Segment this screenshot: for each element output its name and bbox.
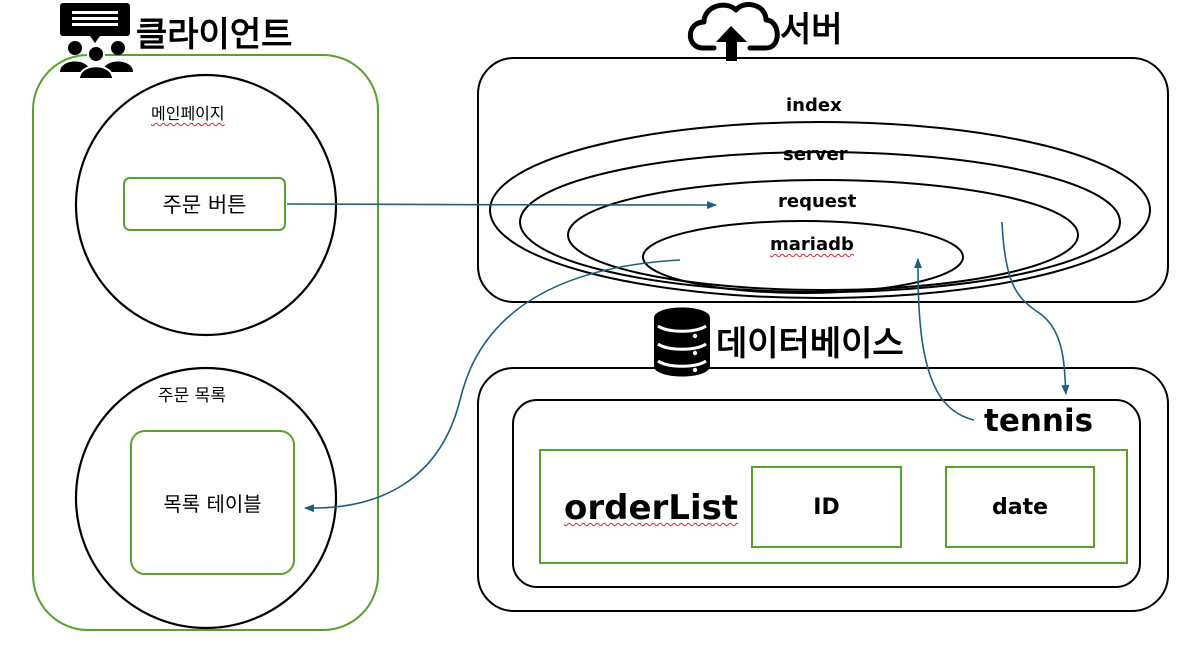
- users-presentation-icon: [60, 3, 133, 80]
- id-column-label: ID: [813, 494, 840, 520]
- order-button-box: [123, 177, 286, 231]
- arrow-tennis-to-mariadb: [914, 258, 975, 421]
- client-title: 클라이언트: [136, 15, 293, 55]
- arrow-order-to-request: [286, 201, 717, 210]
- mariadb-layer-ellipse: [642, 220, 964, 294]
- order-list-circle: [74, 366, 338, 630]
- order-button-label: 주문 버튼: [162, 193, 247, 217]
- database-panel: [477, 367, 1169, 612]
- order-list-title: 주문 목록: [158, 386, 226, 406]
- arrow-request-to-tennis: [1001, 221, 1070, 395]
- list-table-box: [130, 430, 295, 575]
- main-page-circle: [74, 73, 338, 337]
- layer-mariadb-label: mariadb: [770, 234, 854, 255]
- layer-index-label: index: [786, 95, 842, 116]
- server-title: 서버: [780, 10, 843, 50]
- layer-server-label: server: [783, 144, 848, 165]
- id-column-box: [751, 466, 902, 548]
- server-panel: [477, 57, 1169, 303]
- main-page-title: 메인페이지: [151, 104, 225, 123]
- tennis-schema-label: tennis: [984, 403, 1094, 439]
- database-icon: [654, 307, 710, 377]
- layer-request-label: request: [778, 191, 857, 212]
- date-column-label: date: [991, 494, 1049, 520]
- list-table-label: 목록 테이블: [163, 492, 262, 516]
- orderlist-table-box: [539, 449, 1128, 564]
- index-layer-ellipse: [489, 121, 1151, 299]
- tennis-schema-box: [512, 399, 1141, 588]
- orderlist-table-label: orderList: [564, 488, 739, 528]
- client-panel: [32, 54, 379, 631]
- arrow-mariadb-to-list: [304, 259, 681, 513]
- database-title: 데이터베이스: [716, 324, 904, 364]
- date-column-box: [945, 466, 1095, 548]
- cloud-upload-icon: [687, 2, 780, 61]
- request-layer-ellipse: [567, 179, 1079, 291]
